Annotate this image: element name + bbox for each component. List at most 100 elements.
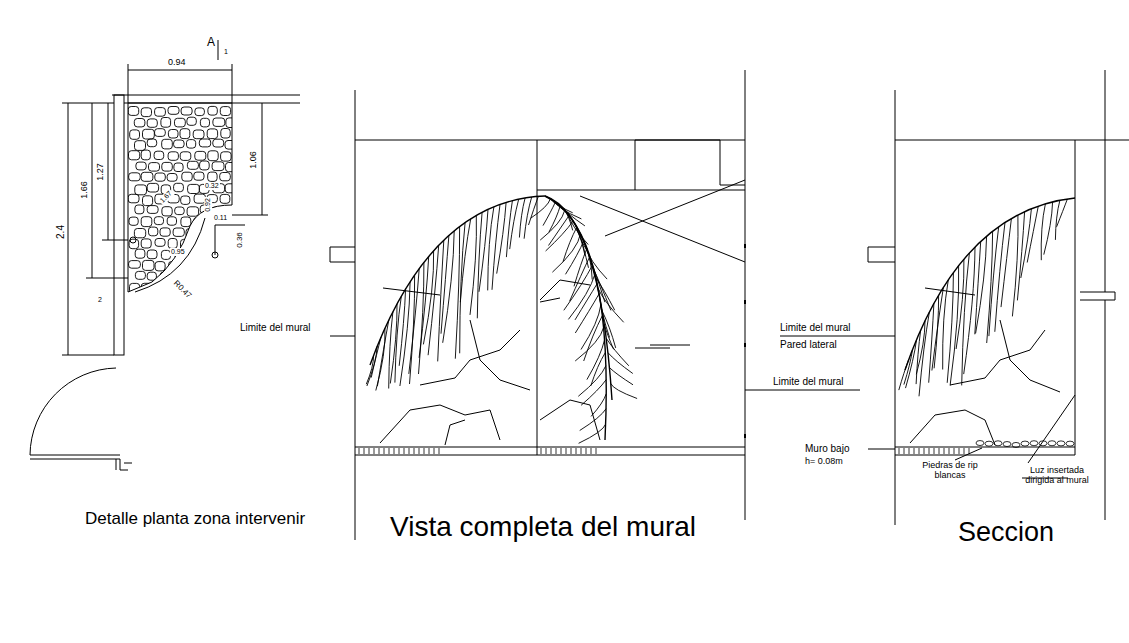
leaflet	[586, 248, 607, 280]
stone	[186, 229, 196, 238]
note: Luz insertada dirigida al mural	[1018, 466, 1096, 486]
stone	[199, 293, 210, 303]
stone	[174, 140, 185, 148]
stone	[221, 152, 232, 161]
leaflet	[995, 222, 1005, 331]
stone	[207, 129, 217, 139]
stone	[174, 163, 183, 172]
leaflet	[531, 199, 551, 218]
frond-rib	[545, 196, 612, 400]
stone	[162, 139, 173, 149]
leaflet	[919, 312, 929, 396]
hatch-tick	[399, 448, 400, 454]
note: Pared lateral	[780, 339, 837, 350]
stone	[233, 129, 242, 137]
hatch-tick	[949, 448, 950, 454]
frond-rib	[905, 198, 1075, 370]
stone	[141, 172, 153, 181]
stone	[233, 173, 244, 182]
stone	[181, 107, 192, 115]
leaflet	[568, 274, 595, 319]
stone	[220, 173, 231, 181]
section-mark: 1	[224, 48, 228, 56]
dimension: 0.92	[204, 197, 212, 213]
stone	[238, 293, 248, 303]
leaflet	[550, 198, 573, 213]
stone	[134, 229, 145, 238]
leaflet	[543, 202, 555, 225]
stone	[136, 162, 146, 170]
stone	[213, 118, 225, 126]
stone	[227, 250, 238, 258]
note: Limite del mural	[240, 322, 311, 333]
hatch-tick	[561, 448, 562, 454]
dimension: 0.94	[168, 58, 186, 68]
hatch-tick	[389, 448, 390, 454]
stone	[135, 205, 144, 214]
hatch-tick	[566, 448, 567, 454]
stone	[199, 271, 209, 280]
leaflet	[608, 353, 633, 374]
stone	[214, 228, 226, 238]
stone	[225, 141, 235, 150]
leaflet	[595, 276, 615, 310]
dimension: 0.11	[213, 214, 228, 222]
hatch-tick	[424, 448, 425, 454]
stone	[162, 207, 172, 216]
leaflet	[950, 266, 959, 386]
stone	[213, 139, 224, 147]
hatch-tick	[419, 448, 420, 454]
hatch-tick	[899, 448, 900, 454]
stone	[135, 141, 146, 151]
stone	[233, 216, 242, 225]
stone	[143, 129, 155, 139]
leaflet	[929, 303, 934, 382]
stone	[208, 172, 217, 181]
stone	[226, 272, 237, 282]
stone	[195, 284, 204, 294]
stone	[233, 194, 244, 203]
leaflet	[580, 409, 606, 431]
stone	[226, 118, 236, 128]
stone	[195, 108, 205, 116]
leaflet	[549, 206, 560, 232]
leaflet	[552, 234, 580, 273]
stone	[154, 217, 163, 225]
stone	[220, 194, 230, 203]
hatch-tick	[434, 448, 435, 454]
stone	[129, 261, 141, 269]
stone	[188, 184, 200, 193]
stone	[188, 272, 199, 280]
stone	[147, 272, 156, 280]
leaflet	[962, 253, 970, 386]
leaflet	[570, 256, 590, 301]
stone	[219, 284, 230, 292]
white-stone	[994, 441, 1002, 446]
stone	[129, 217, 138, 225]
leaflet	[1001, 219, 1011, 308]
stone	[173, 228, 184, 236]
stone	[155, 129, 166, 137]
hatch-tick	[551, 448, 552, 454]
stone	[208, 151, 218, 161]
stone	[130, 130, 140, 139]
white-stone	[1057, 441, 1065, 446]
leaflet	[598, 287, 624, 322]
stone	[233, 107, 243, 117]
leaflet	[581, 305, 601, 350]
hatch-tick	[944, 448, 945, 454]
frond-rib	[370, 196, 545, 365]
stone	[155, 262, 165, 271]
stone	[149, 227, 158, 236]
stone	[201, 227, 211, 236]
callout-number: 2	[98, 296, 102, 304]
stone	[214, 293, 226, 301]
hatch-tick	[934, 448, 935, 454]
stone	[141, 239, 151, 248]
stone	[195, 151, 206, 160]
stone	[141, 150, 150, 160]
stone	[168, 107, 179, 115]
dimension: 1.66	[80, 181, 90, 199]
leaflet	[572, 219, 585, 256]
stone	[154, 151, 164, 159]
